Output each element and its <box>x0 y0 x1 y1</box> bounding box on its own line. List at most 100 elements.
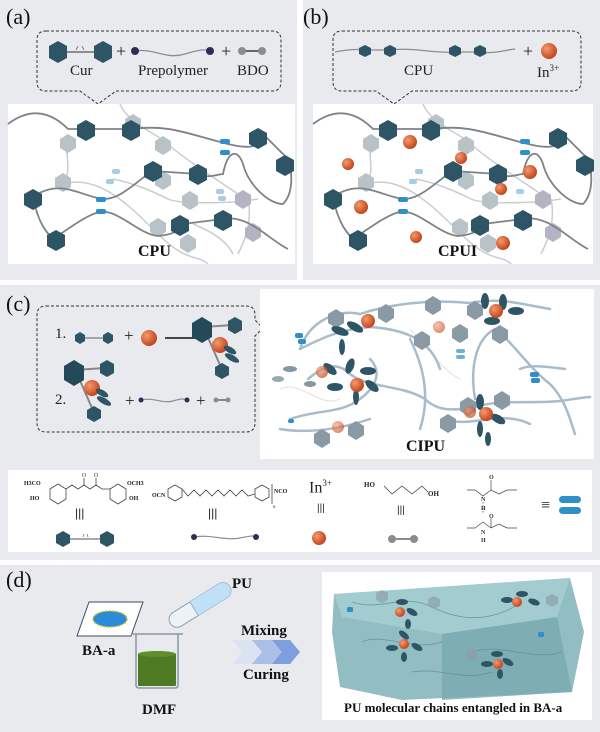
bdo-left: HO <box>364 481 375 489</box>
indium-ion-icon <box>493 659 503 669</box>
prepolymer-equivalence: ||| <box>208 506 218 520</box>
cur-symbol <box>75 332 113 344</box>
curcumin-structure: O O <box>49 473 127 505</box>
indium-structure-label: In3+ <box>309 478 332 497</box>
ion-charge: 3+ <box>549 63 560 73</box>
hydrogen-bond-structure: O N H O N H <box>467 475 517 544</box>
cpu-caption: CPU <box>138 243 171 260</box>
hexagon-icon <box>359 45 371 57</box>
indium-ion-icon <box>410 231 422 243</box>
cur-label: Cur <box>70 63 93 79</box>
cipu-caption: CIPU <box>406 438 446 455</box>
hbond-equivalence: ≡ <box>541 497 551 514</box>
hexagon-icon <box>474 45 486 57</box>
bdo-symbol <box>238 47 266 55</box>
hydrogen-bond-icon <box>559 496 581 514</box>
cipu-network-diagram <box>272 293 592 448</box>
cpu-legend-label: CPU <box>404 63 434 79</box>
prepolymer-label: Prepolymer <box>138 63 208 79</box>
curcumin-equivalence: ||| <box>75 506 85 520</box>
indium-ion-icon <box>433 321 445 333</box>
bdo-equivalence: ||| <box>397 505 405 516</box>
curcumin-right-top: OCH3 <box>127 481 144 487</box>
n-atom: N <box>481 530 486 536</box>
panel-b-legend-bubble <box>332 30 582 105</box>
mixing-label: Mixing <box>241 623 287 639</box>
n-atom: N <box>481 497 486 503</box>
o-atom: O <box>489 475 494 481</box>
cur-indium-complex-icon <box>192 317 242 379</box>
h-atom: H <box>481 506 486 512</box>
ba-a-label: BA-a <box>82 643 116 659</box>
panel-c-steps-bubble <box>36 305 264 433</box>
indium-ion-icon <box>395 607 405 617</box>
plus-sign: + <box>116 41 127 61</box>
indium-equivalence: ||| <box>317 503 325 514</box>
plus-sign: + <box>124 326 134 345</box>
indium-ion-icon <box>523 165 537 179</box>
hexagon-icon <box>94 41 112 63</box>
dmf-label: DMF <box>142 702 177 718</box>
cur-symbol <box>49 41 112 63</box>
step-2-number: 2. <box>55 392 67 408</box>
ba-a-sheet-icon <box>76 601 144 637</box>
ion-charge: 3+ <box>322 478 332 488</box>
hexagon-icon <box>49 41 67 63</box>
cur-indium-complex-icon <box>64 360 114 422</box>
prepolymer-n: n <box>273 505 276 510</box>
hexagon-icon <box>384 45 396 57</box>
indium-ion-icon <box>512 597 522 607</box>
panel-a-label: (a) <box>6 4 31 29</box>
o-atom: O <box>489 514 494 520</box>
cur-symbol <box>56 531 114 547</box>
bdo-label: BDO <box>237 63 269 79</box>
plus-sign: + <box>221 41 232 61</box>
bdo-right: OH <box>428 490 439 498</box>
curcumin-left-top: H3CO <box>24 481 41 487</box>
indium-ion-icon <box>464 406 476 418</box>
prepolymer-symbol <box>138 397 190 403</box>
plus-sign: + <box>125 391 135 410</box>
cpui-network-diagram <box>312 103 594 265</box>
step-1-number: 1. <box>55 326 67 342</box>
plus-sign: + <box>523 41 534 61</box>
bdo-symbol <box>388 535 418 543</box>
indium-ion-icon <box>541 43 557 59</box>
panel-c-label: (c) <box>6 291 31 316</box>
curcumin-right-bottom: OH <box>129 496 139 502</box>
curcumin-left-bottom: HO <box>30 496 40 502</box>
indium-ion-icon <box>496 236 510 250</box>
indium-ion-icon <box>489 304 503 318</box>
hexagon-icon <box>449 45 461 57</box>
curing-label: Curing <box>243 667 289 683</box>
prepolymer-left: OCN <box>152 493 166 499</box>
test-tube-icon <box>168 582 232 628</box>
indium-ion-icon <box>342 158 354 170</box>
indium-ion-icon <box>354 200 368 214</box>
pu-label: PU <box>232 576 252 592</box>
cpu-network-diagram <box>7 103 294 265</box>
panel-b-label: (b) <box>303 4 329 29</box>
ion-symbol: In <box>537 65 550 81</box>
indium-ion-icon <box>399 639 409 649</box>
h-atom: H <box>481 538 486 544</box>
beaker-icon <box>131 633 183 689</box>
prepolymer-symbol <box>191 534 259 540</box>
prepolymer-symbol <box>131 47 214 57</box>
composite-caption: PU molecular chains entangled in BA-a <box>344 700 563 715</box>
panel-a-legend-bubble <box>36 30 282 105</box>
indium-ion-icon <box>141 330 157 346</box>
panel-d-label: (d) <box>6 567 32 592</box>
composite-block-diagram <box>332 578 584 700</box>
indium-ion-icon <box>361 314 375 328</box>
svg-text:O: O <box>82 473 87 479</box>
prepolymer-right: NCO <box>274 489 288 495</box>
process-chevron-arrow-icon <box>232 640 300 664</box>
ion-symbol: In <box>309 479 323 497</box>
indium-ion-icon <box>479 407 493 421</box>
indium-ion-icon <box>312 531 326 545</box>
indium-ion-icon <box>332 421 344 433</box>
plus-sign: + <box>196 391 206 410</box>
bdo-symbol <box>213 397 231 403</box>
cpu-chain-symbol <box>334 45 516 57</box>
